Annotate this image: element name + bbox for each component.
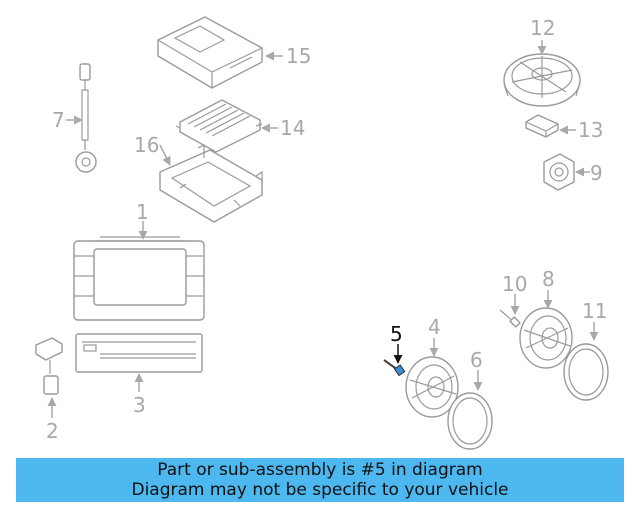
callout-11: 11: [582, 299, 607, 323]
info-banner: Part or sub-assembly is #5 in diagram Di…: [16, 458, 624, 502]
banner-line-1: Part or sub-assembly is #5 in diagram: [157, 460, 483, 480]
part-12-subwoofer: [503, 53, 581, 107]
part-6-ring: [447, 392, 493, 450]
callout-5: 5: [390, 322, 403, 346]
part-11-ring: [563, 343, 609, 401]
part-3-panel: [75, 333, 203, 373]
part-1-display: [73, 236, 205, 321]
part-10-screw: [499, 309, 521, 328]
callout-1: 1: [136, 200, 149, 224]
callout-8: 8: [542, 267, 555, 291]
callout-12: 12: [530, 16, 555, 40]
part-8-speaker: [519, 307, 573, 369]
callout-3: 3: [133, 393, 146, 417]
callout-2: 2: [46, 419, 59, 443]
part-7-cable: [75, 63, 97, 173]
callout-16: 16: [134, 133, 159, 157]
callout-6: 6: [470, 348, 483, 372]
part-15-module: [157, 16, 263, 89]
part-13-module: [525, 114, 559, 138]
parts-diagram: 15 14 16 7 1 3: [35, 16, 609, 450]
callout-7: 7: [52, 108, 65, 132]
part-4-speaker: [405, 356, 459, 418]
callout-10: 10: [502, 272, 527, 296]
banner-line-2: Diagram may not be specific to your vehi…: [131, 480, 509, 500]
part-16-bracket: [159, 144, 263, 223]
callout-4: 4: [428, 315, 441, 339]
callout-14: 14: [280, 116, 305, 140]
callout-9: 9: [590, 161, 603, 185]
part-9-tweeter: [543, 153, 575, 191]
part-14-amplifier: [175, 99, 263, 153]
callout-13: 13: [578, 118, 603, 142]
callout-15: 15: [286, 44, 311, 68]
part-2-port: [35, 337, 63, 395]
part-5-screw: [383, 359, 406, 377]
